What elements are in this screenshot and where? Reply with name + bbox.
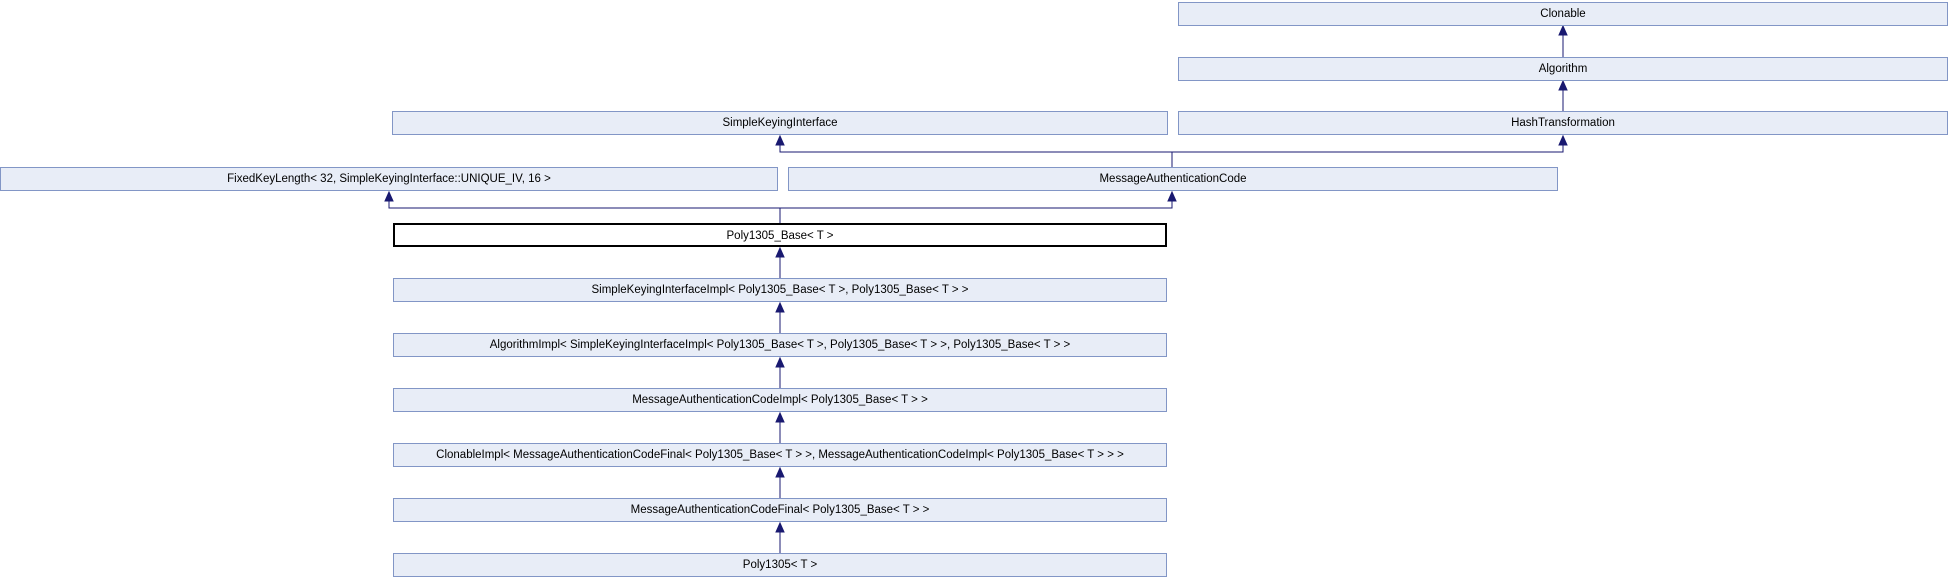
node-algorithm[interactable]: Algorithm — [1178, 57, 1948, 81]
node-simple-keying-interface-impl[interactable]: SimpleKeyingInterfaceImpl< Poly1305_Base… — [393, 278, 1167, 302]
arrow-mac-to-hashtransformation — [1172, 144, 1564, 153]
node-fixed-key-length[interactable]: FixedKeyLength< 32, SimpleKeyingInterfac… — [0, 167, 778, 191]
node-message-authentication-code-final[interactable]: MessageAuthenticationCodeFinal< Poly1305… — [393, 498, 1167, 522]
node-message-authentication-code-impl[interactable]: MessageAuthenticationCodeImpl< Poly1305_… — [393, 388, 1167, 412]
node-message-authentication-code[interactable]: MessageAuthenticationCode — [788, 167, 1558, 191]
arrow-poly1305base-to-fixedkeylength — [388, 200, 781, 223]
node-poly1305-base-current-class: Poly1305_Base< T > — [393, 223, 1167, 247]
node-clonable[interactable]: Clonable — [1178, 2, 1948, 26]
node-hash-transformation[interactable]: HashTransformation — [1178, 111, 1948, 135]
node-algorithm-impl[interactable]: AlgorithmImpl< SimpleKeyingInterfaceImpl… — [393, 333, 1167, 357]
node-simple-keying-interface[interactable]: SimpleKeyingInterface — [392, 111, 1168, 135]
node-clonable-impl[interactable]: ClonableImpl< MessageAuthenticationCodeF… — [393, 443, 1167, 467]
arrow-mac-to-simplekeyinginterface — [779, 144, 1173, 167]
arrow-poly1305base-to-mac — [780, 200, 1173, 209]
node-poly1305[interactable]: Poly1305< T > — [393, 553, 1167, 577]
